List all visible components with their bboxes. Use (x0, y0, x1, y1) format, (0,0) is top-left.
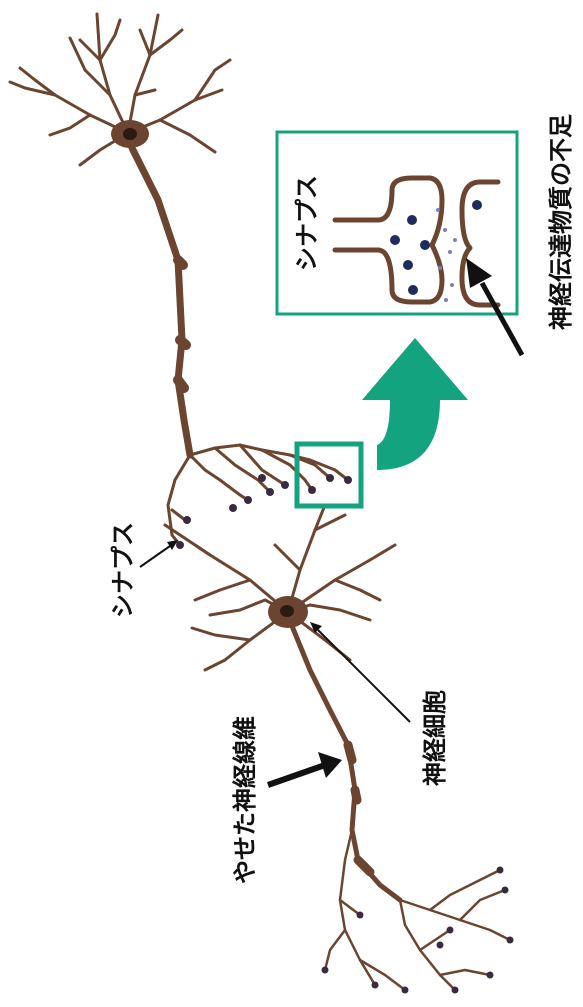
lower-nucleus (280, 605, 294, 617)
synapse-label: シナプス (109, 522, 137, 618)
thin-nerve-fiber-label: やせた神経線維 (231, 716, 259, 884)
lower-neuron (165, 505, 514, 994)
neuron-cell-label: 神経細胞 (421, 690, 449, 786)
thin-fiber-arrow (268, 752, 342, 785)
neurotransmitter-deficiency-label: 神経伝達物質の不足 (547, 114, 575, 330)
upper-axon (132, 148, 190, 455)
upper-nucleus (123, 128, 137, 140)
synapse-inset-label: シナプス (293, 175, 321, 271)
neuron-cell-pointer-arrow (310, 622, 410, 722)
lower-axon-terminals (325, 830, 510, 990)
upper-neuron (10, 14, 230, 455)
synapse-pointer-arrow (140, 540, 178, 567)
zoom-arrow (362, 338, 468, 470)
lower-dendrites (165, 505, 395, 670)
axon-terminals (168, 445, 348, 545)
